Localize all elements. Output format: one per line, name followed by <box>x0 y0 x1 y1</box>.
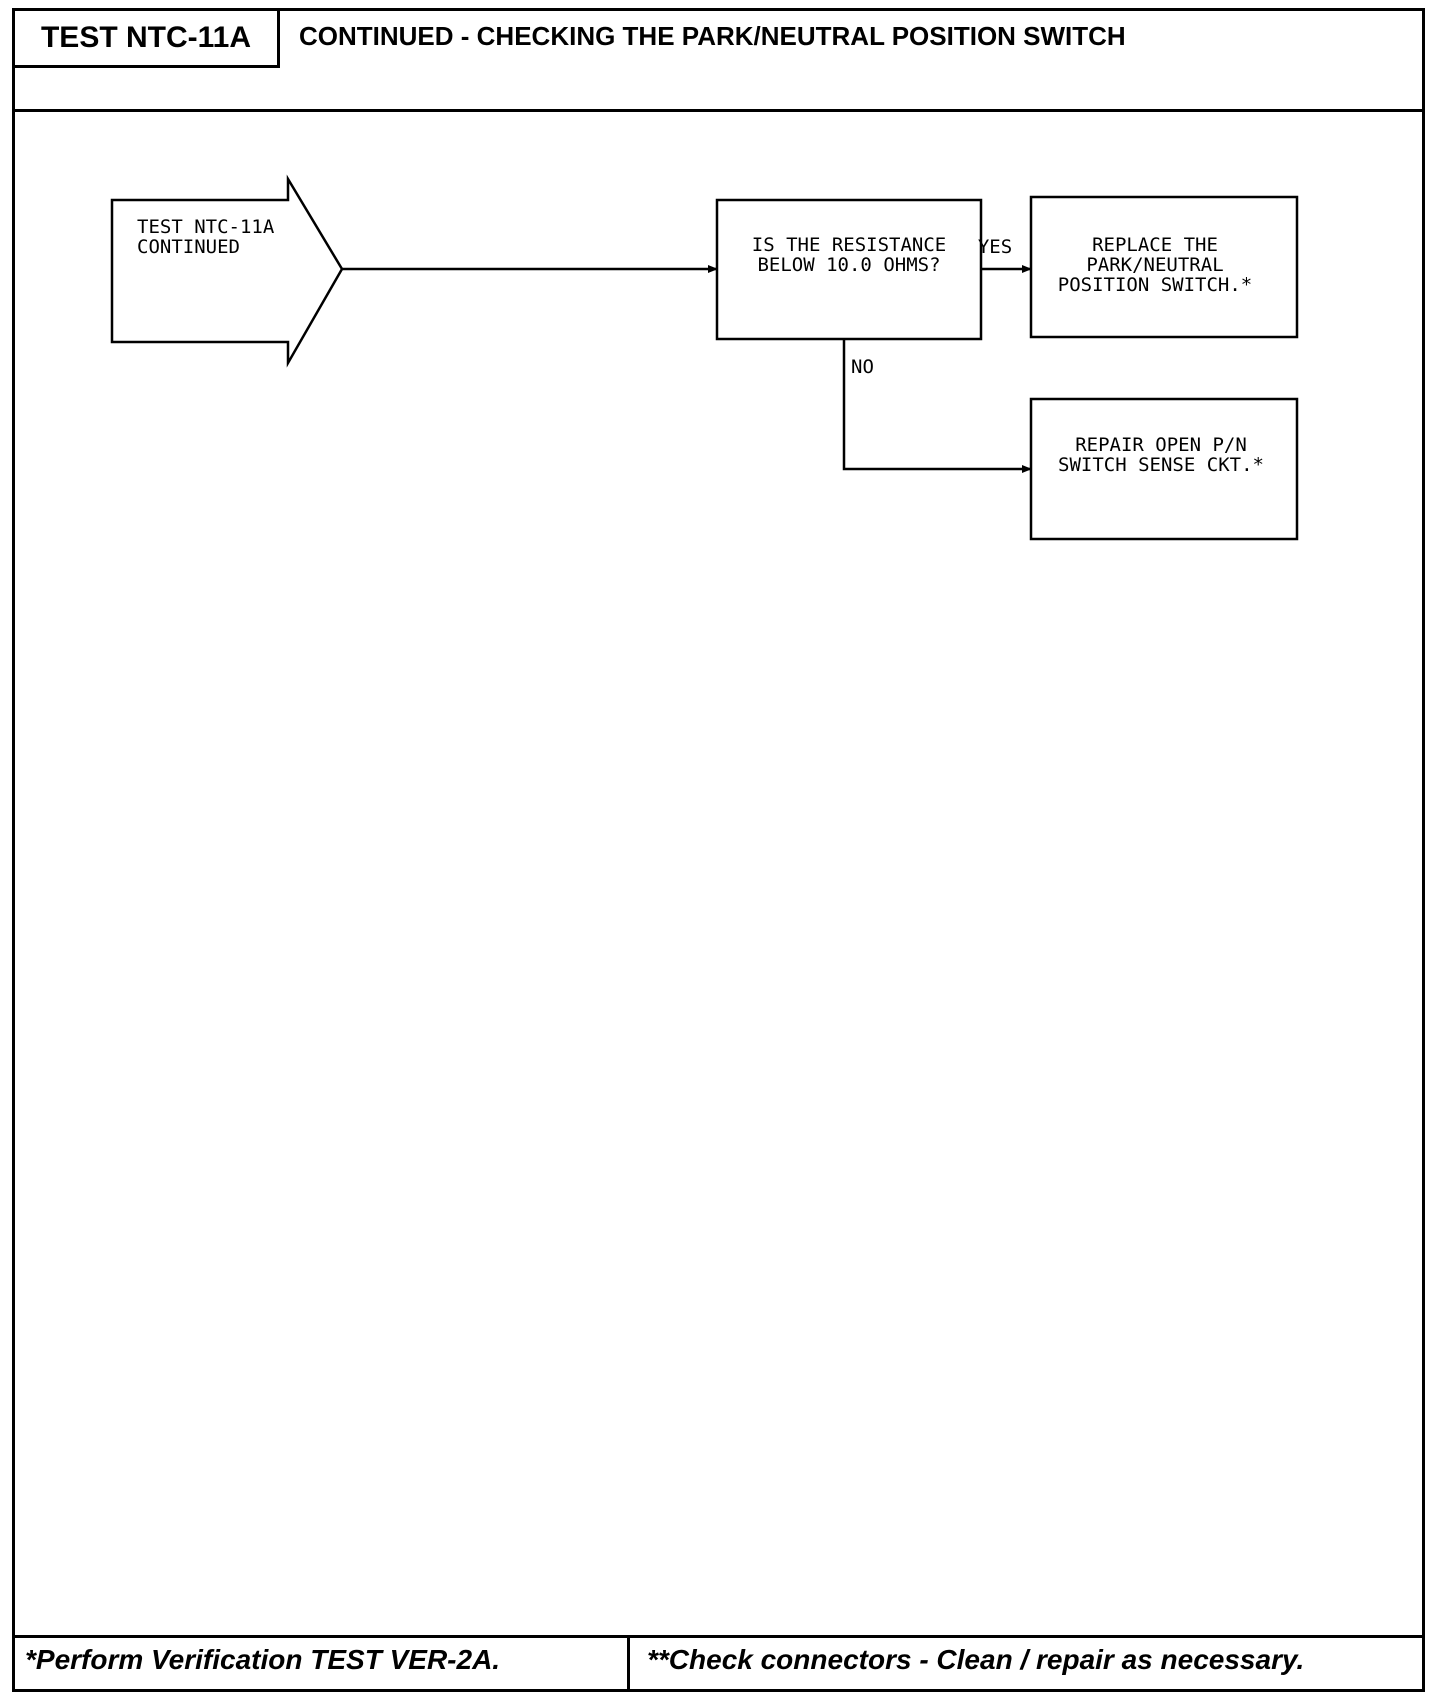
replace-switch-box <box>1029 195 1299 339</box>
test-id-label: TEST NTC-11A <box>12 8 280 68</box>
verification-note: *Perform Verification TEST VER-2A. <box>25 1644 501 1675</box>
connector-no <box>842 339 1032 473</box>
repair-circuit-text-line1: REPAIR OPEN P/N <box>1075 434 1247 456</box>
replace-switch-text-line1: REPLACE THE <box>1092 234 1218 256</box>
entry-label-line1: TEST NTC-11A <box>137 216 275 238</box>
connector-note: **Check connectors - Clean / repair as n… <box>647 1644 1305 1675</box>
no-label: NO <box>851 356 874 378</box>
replace-switch-text-line3: POSITION SWITCH.* <box>1058 274 1252 296</box>
page-title: CONTINUED - CHECKING THE PARK/NEUTRAL PO… <box>299 21 1126 51</box>
replace-switch-text-line2: PARK/NEUTRAL <box>1086 254 1223 276</box>
footer: *Perform Verification TEST VER-2A. **Che… <box>15 1635 1422 1689</box>
header-divider <box>15 109 1422 112</box>
yes-label: YES <box>978 236 1012 258</box>
question-box <box>715 198 983 341</box>
entry-label-line2: CONTINUED <box>137 236 240 258</box>
entry-arrow-shape <box>110 174 344 368</box>
question-text-line1: IS THE RESISTANCE <box>752 234 946 256</box>
question-text-line2: BELOW 10.0 OHMS? <box>757 254 940 276</box>
repair-circuit-box <box>1029 397 1299 541</box>
flowchart: TEST NTC-11A CONTINUED IS THE RESISTANCE… <box>110 174 1299 541</box>
diagnostic-sheet: TEST NTC-11A CONTINUED - CHECKING THE PA… <box>12 8 1425 1692</box>
repair-circuit-text-line2: SWITCH SENSE CKT.* <box>1058 454 1264 476</box>
footer-divider <box>627 1638 630 1689</box>
